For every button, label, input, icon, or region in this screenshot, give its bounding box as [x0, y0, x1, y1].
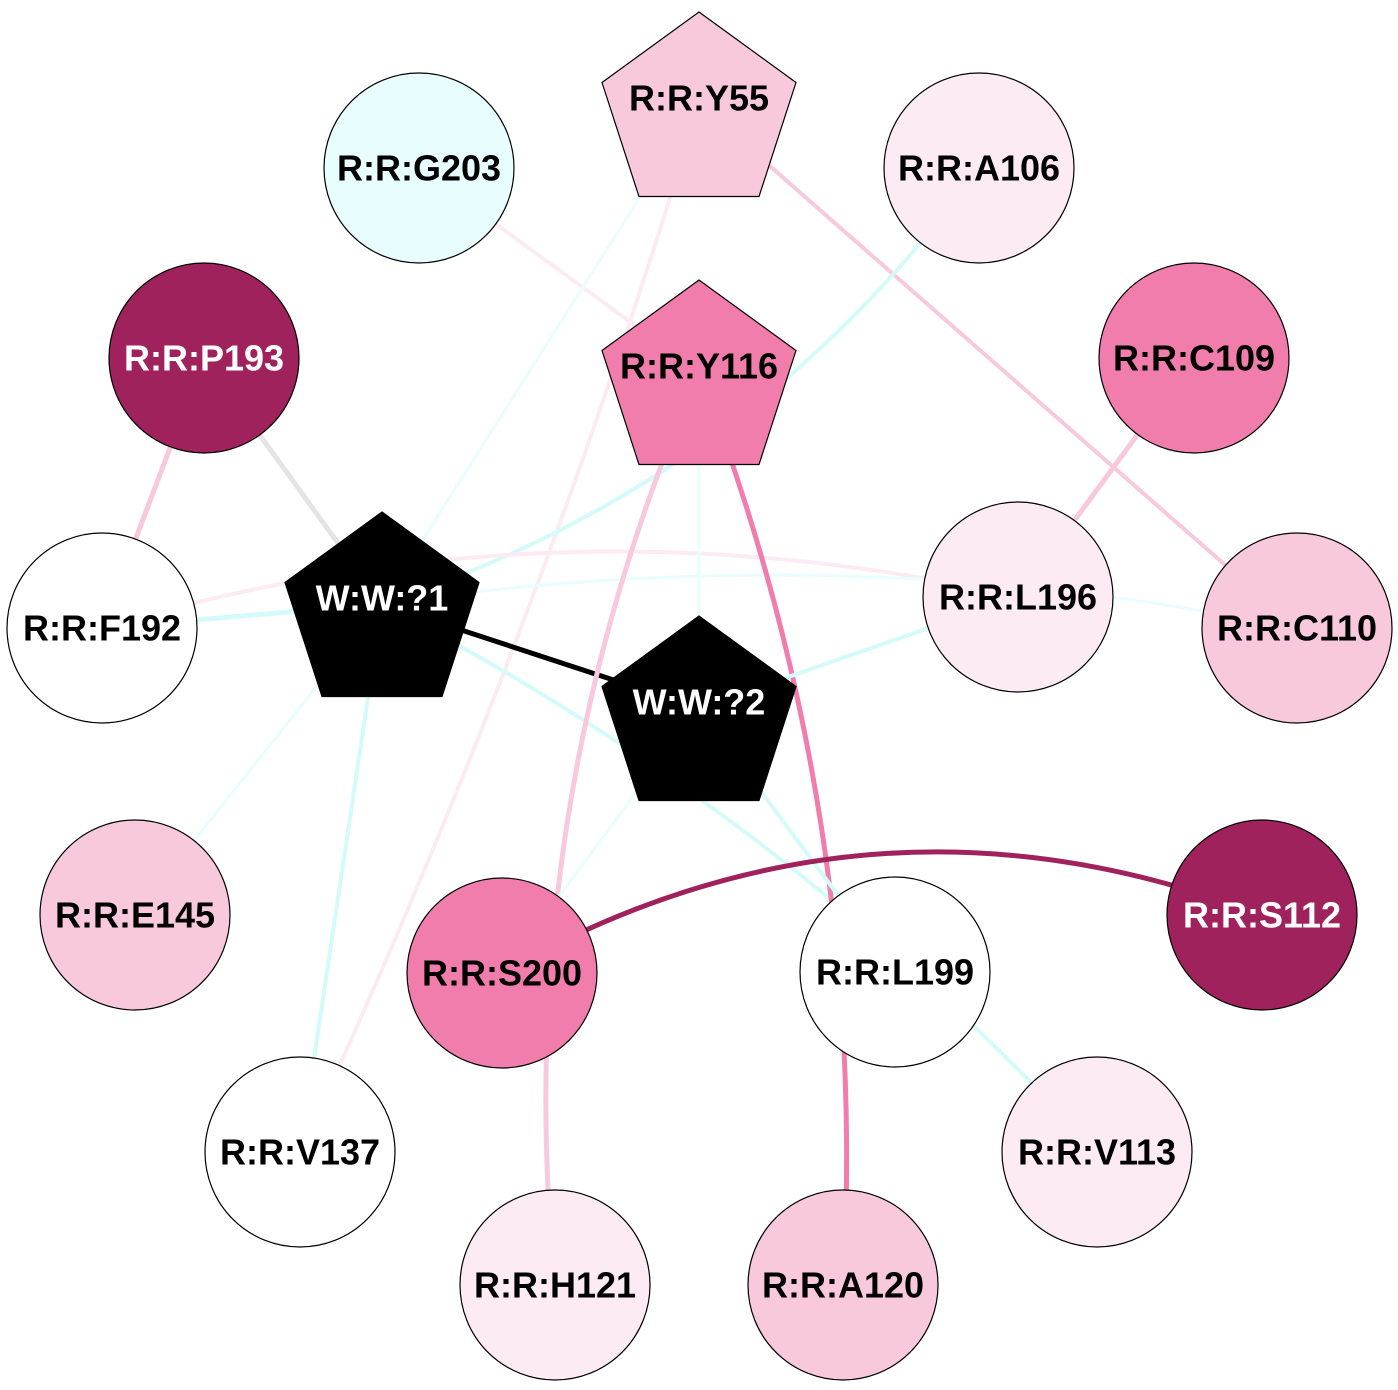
node-a120[interactable]: R:R:A120	[747, 1189, 939, 1381]
node-w2[interactable]: W:W:?2	[601, 615, 797, 802]
node-w1-label: W:W:?1	[316, 578, 449, 619]
node-y116-shape	[601, 279, 797, 466]
node-f192-label: R:R:F192	[23, 608, 181, 649]
node-a120-label: R:R:A120	[762, 1265, 924, 1306]
edge-y116-h121	[543, 369, 702, 1288]
node-h121[interactable]: R:R:H121	[459, 1189, 651, 1381]
node-f192[interactable]: R:R:F192	[6, 532, 198, 724]
node-f192-shape	[6, 532, 198, 724]
edge-y116-a120	[696, 369, 850, 1288]
node-l196-shape	[922, 501, 1114, 693]
node-g203-label: R:R:G203	[337, 148, 501, 189]
node-g203-shape	[323, 72, 515, 264]
node-y116[interactable]: R:R:Y116	[601, 279, 797, 466]
node-v113[interactable]: R:R:V113	[1001, 1056, 1193, 1248]
node-a106-shape	[883, 72, 1075, 264]
node-w2-label: W:W:?2	[633, 682, 766, 723]
node-c109-shape	[1098, 262, 1290, 454]
node-l199-label: R:R:L199	[816, 952, 974, 993]
node-a106[interactable]: R:R:A106	[883, 72, 1075, 264]
node-y55[interactable]: R:R:Y55	[601, 11, 797, 198]
node-p193-label: R:R:P193	[124, 338, 284, 379]
node-w1-shape	[284, 511, 480, 698]
node-s112-label: R:R:S112	[1183, 895, 1341, 936]
node-v113-shape	[1001, 1056, 1193, 1248]
node-w1[interactable]: W:W:?1	[284, 511, 480, 698]
node-v137[interactable]: R:R:V137	[204, 1056, 396, 1248]
node-y116-label: R:R:Y116	[620, 346, 778, 387]
node-w2-shape	[601, 615, 797, 802]
edge-s200-s112	[499, 849, 1265, 976]
node-s200[interactable]: R:R:S200	[406, 877, 598, 1069]
edge-y55-v137	[298, 102, 701, 1154]
node-c110[interactable]: R:R:C110	[1201, 532, 1393, 724]
node-s112-shape	[1166, 819, 1358, 1011]
node-s200-shape	[406, 877, 598, 1069]
node-s112[interactable]: R:R:S112	[1166, 819, 1358, 1011]
edge-w1-v113	[380, 602, 1099, 1154]
node-l199[interactable]: R:R:L199	[799, 876, 991, 1068]
edge-f192-l196	[100, 549, 1020, 630]
node-v137-label: R:R:V137	[220, 1132, 380, 1173]
node-l199-shape	[799, 876, 991, 1068]
node-e145-shape	[39, 819, 231, 1011]
node-c110-shape	[1201, 532, 1393, 724]
node-v113-label: R:R:V113	[1018, 1132, 1176, 1173]
node-v137-shape	[204, 1056, 396, 1248]
node-h121-label: R:R:H121	[474, 1265, 636, 1306]
node-l196-label: R:R:L196	[939, 577, 1097, 618]
node-c109-label: R:R:C109	[1113, 338, 1275, 379]
edge-w1-c110	[380, 573, 1299, 630]
node-h121-shape	[459, 1189, 651, 1381]
node-p193-shape	[108, 262, 300, 454]
node-a106-label: R:R:A106	[898, 148, 1060, 189]
node-g203[interactable]: R:R:G203	[323, 72, 515, 264]
node-a120-shape	[747, 1189, 939, 1381]
node-y55-label: R:R:Y55	[629, 78, 769, 119]
node-y55-shape	[601, 11, 797, 198]
node-c109[interactable]: R:R:C109	[1098, 262, 1290, 454]
node-c110-label: R:R:C110	[1217, 608, 1377, 649]
node-p193[interactable]: R:R:P193	[108, 262, 300, 454]
node-e145[interactable]: R:R:E145	[39, 819, 231, 1011]
node-s200-label: R:R:S200	[422, 953, 582, 994]
node-l196[interactable]: R:R:L196	[922, 501, 1114, 693]
edge-y55-c110	[697, 102, 1299, 630]
node-e145-label: R:R:E145	[55, 895, 215, 936]
